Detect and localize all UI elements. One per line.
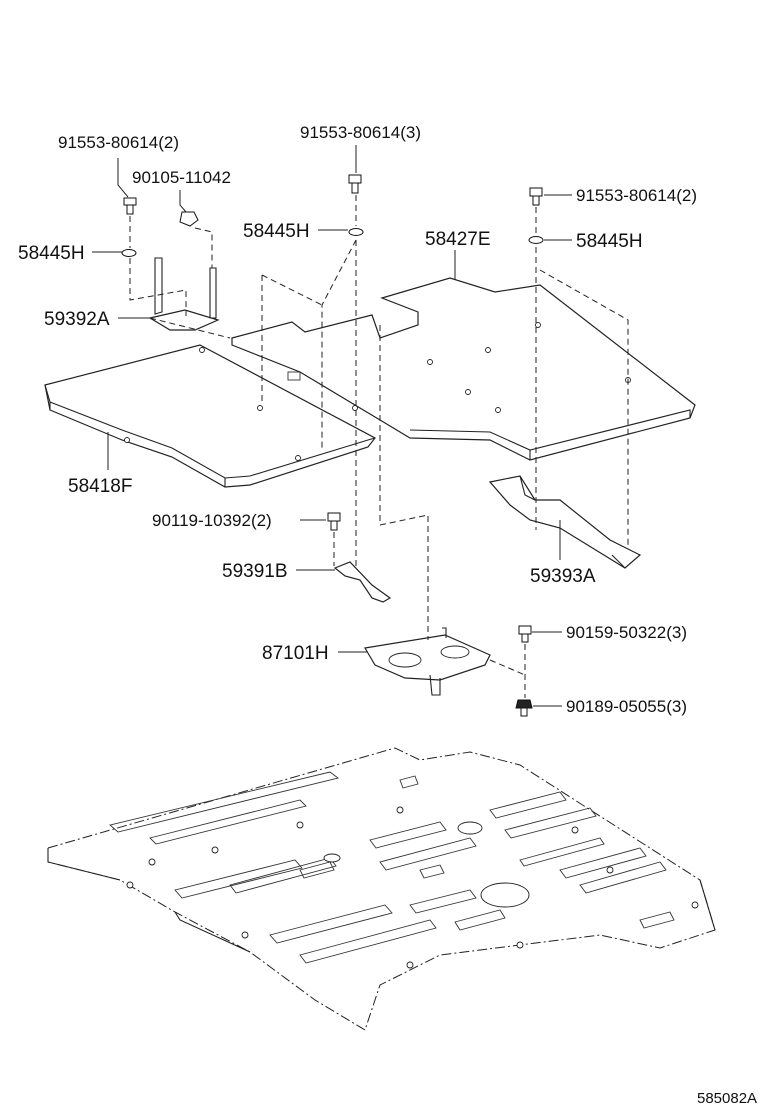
- fastener-bolt-right: [529, 187, 543, 206]
- label-bolt-left: 91553-80614(2): [58, 133, 179, 152]
- label-bracket-left: 59392A: [44, 309, 110, 330]
- label-bolt-center: 91553-80614(3): [300, 123, 421, 142]
- vehicle-floor-outline: [47, 747, 716, 1031]
- fastener-bolt-left: [123, 197, 137, 215]
- bracket-base-87101h: [364, 627, 491, 696]
- leader-lines: [92, 145, 572, 707]
- label-screw-lower: 90189-05055(3): [566, 697, 687, 716]
- label-bracket-base: 87101H: [262, 643, 329, 664]
- diagram-reference-code: 585082A: [697, 1090, 757, 1107]
- label-washer-center: 58445H: [243, 221, 310, 242]
- label-bracket-lower: 59391B: [222, 561, 288, 582]
- washer-right: [528, 236, 544, 244]
- fastener-clip-left: [179, 211, 199, 227]
- fastener-bolt-lower: [327, 512, 341, 531]
- panel-right-58427e: [231, 277, 696, 461]
- label-screw-upper: 90159-50322(3): [566, 623, 687, 642]
- washer-center: [348, 228, 364, 236]
- bracket-left-59392a: [148, 257, 220, 331]
- label-washer-right: 58445H: [576, 231, 643, 252]
- fastener-screw-lower: [515, 699, 533, 717]
- label-panel-right: 58427E: [425, 229, 491, 250]
- label-bolt-right: 91553-80614(2): [576, 186, 697, 205]
- fastener-screw-upper: [518, 625, 532, 643]
- label-clip-left: 90105-11042: [132, 168, 231, 187]
- bracket-right-59393a: [488, 475, 642, 569]
- washer-left: [121, 249, 137, 257]
- bracket-lower-59391b: [333, 561, 392, 603]
- label-washer-left: 58445H: [18, 243, 85, 264]
- fastener-bolt-center: [348, 174, 362, 194]
- label-bolt-lower: 90119-10392(2): [152, 511, 272, 530]
- label-bracket-right: 59393A: [530, 566, 596, 587]
- assembly-guide-lines: [129, 195, 629, 698]
- panel-left-58418f: [44, 344, 376, 488]
- label-panel-left: 58418F: [68, 476, 132, 497]
